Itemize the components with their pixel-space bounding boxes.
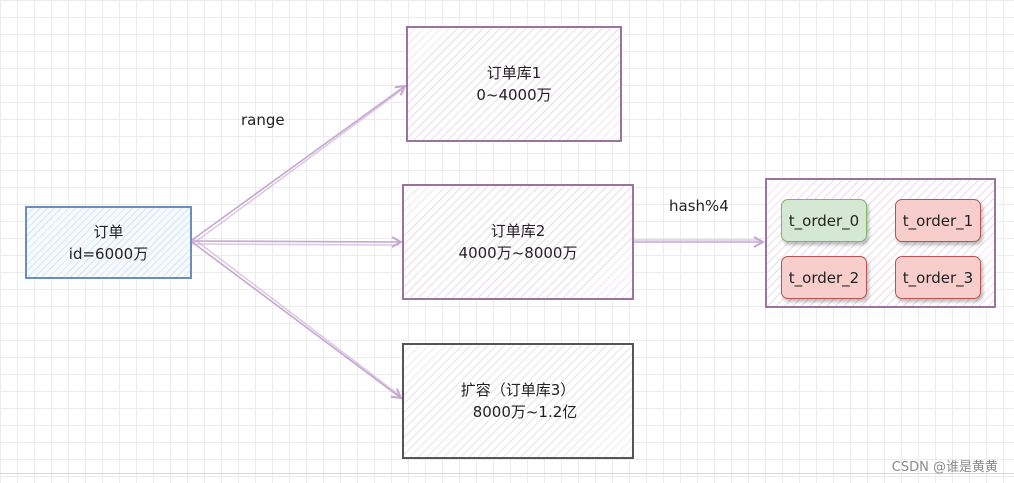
shard3-title: 扩容（订单库3） [460, 381, 576, 399]
bottom-divider [0, 473, 1014, 474]
table-label: t_order_3 [902, 268, 974, 287]
shard2-subtitle: 4000万~8000万 [458, 244, 578, 262]
source-subtitle: id=6000万 [68, 244, 149, 263]
table-label: t_order_0 [788, 211, 860, 230]
source-order-node: 订单 id=6000万 [25, 206, 192, 279]
shard1-title: 订单库1 [486, 64, 542, 82]
shard1-subtitle: 0~4000万 [476, 86, 552, 104]
watermark-text: CSDN @谁是黄黄 [891, 460, 998, 475]
table-label: t_order_2 [788, 268, 860, 287]
shard1-node: 订单库1 0~4000万 [406, 26, 622, 142]
arrow-to-shard3 [191, 241, 401, 398]
arrow-to-shard2-sketch [191, 243, 400, 246]
table-t-order-1: t_order_1 [895, 199, 981, 242]
source-title: 订单 [93, 222, 124, 241]
shard2-node: 订单库2 4000万~8000万 [402, 184, 634, 300]
table-label: t_order_1 [902, 211, 974, 230]
arrow-to-shard3-sketch [193, 238, 400, 396]
table-t-order-2: t_order_2 [781, 256, 867, 299]
shard3-subtitle: 8000万~1.2亿 [472, 403, 578, 421]
shard3-node: 扩容（订单库3） 8000万~1.2亿 [402, 343, 634, 459]
shard2-title: 订单库2 [490, 222, 546, 240]
arrow-to-shard1-sketch [193, 88, 404, 244]
table-t-order-3: t_order_3 [895, 256, 981, 299]
arrow-to-shard1 [191, 86, 405, 241]
table-t-order-0: t_order_0 [781, 199, 867, 242]
arrow-to-shard2 [191, 241, 401, 242]
range-edge-label: range [241, 111, 285, 129]
hash-edge-label: hash%4 [669, 197, 729, 215]
